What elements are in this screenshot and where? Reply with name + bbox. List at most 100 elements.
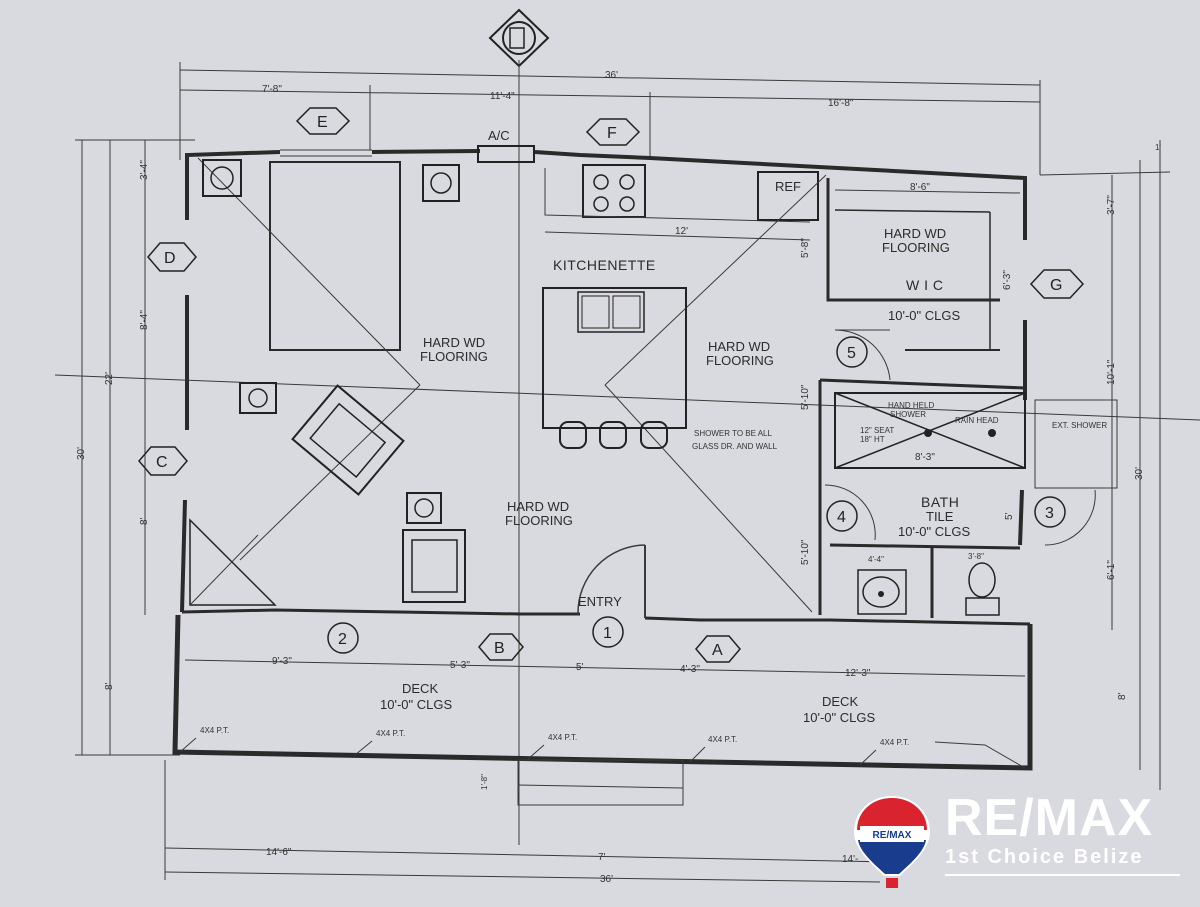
post-label-5: 4X4 P.T. [880,738,909,747]
seat-ht-label: 18" HT [860,435,885,444]
dim-toilet-w: 3'-8" [968,552,984,561]
dim-bottom-1: 14'-6" [266,847,292,858]
kitchen-diagonal [604,174,827,613]
exterior-walls [180,149,1027,613]
bath-door-swing [824,484,1096,546]
tag-a: A [695,635,741,663]
flooring-label-3: FLOORING [505,513,573,528]
window-top-left [280,149,372,157]
deck-right-clgs: 10'-0" CLGS [803,710,875,725]
wic-door-swing [834,329,891,381]
rain-head-label: RAIN HEAD [955,416,999,425]
dim-left-a: 3'-4" [139,160,150,180]
dim-left-inner: 22' [104,372,115,385]
deck-left-clgs: 10'-0" CLGS [380,697,452,712]
top-dimension-lines [179,62,1041,241]
dim-kitchen-counter: 12' [675,226,688,237]
front-wall [181,608,1031,626]
tag-b: B [478,633,524,661]
entry-door-swing [577,544,646,618]
dim-left-b: 8'-4" [139,310,150,330]
toilet [965,562,1000,616]
hard-wd-label-2: HARD WD [708,339,770,354]
svg-text:F: F [607,125,617,142]
brand-subtitle: 1st Choice Belize [945,846,1144,868]
deck-right-label: DECK [822,694,858,709]
hard-wd-label-3: HARD WD [507,499,569,514]
post-leaders [179,737,1026,769]
door-4: 4 [826,500,858,532]
dim-top-overall: 36' [605,70,618,81]
tag-g: G [1029,269,1085,299]
dim-wic-v: 6'-3" [1002,270,1013,290]
deck-dimension-line [184,659,1026,677]
deck-left-label: DECK [402,681,438,696]
dim-wic-width: 8'-6" [910,182,930,193]
brand-name: RE/MAX [945,789,1154,847]
post-label-4: 4X4 P.T. [708,735,737,744]
hand-held-label-2: SHOWER [890,410,926,419]
armchair-rotated [291,384,405,496]
refrigerator [757,171,819,221]
dim-bath-v: 5' [1004,512,1015,520]
svg-text:G: G [1050,277,1062,294]
shower-note-2: GLASS DR. AND WALL [692,442,778,451]
lamp-table [406,492,442,524]
svg-text:5: 5 [847,345,856,362]
dim-deck-5: 12'-3" [845,668,871,679]
ac-unit [477,145,535,163]
bath-label: BATH [921,494,959,510]
dim-bottom-overall: 36' [600,874,613,885]
kitchen-island [542,287,687,429]
svg-text:3: 3 [1045,505,1054,522]
dim-deck-3: 5' [576,662,584,673]
dim-deck-1: 9'-3" [272,656,292,667]
dim-right-b: 10'-1" [1106,359,1117,385]
bottom-dimension-lines [164,760,891,883]
dim-right-deck: 8' [1117,692,1128,700]
remax-logo: RE/MAX RE/MAX 1st Choice Belize [850,788,1190,898]
tag-d: D [147,242,197,272]
side-table [239,382,277,414]
dim-bottom-3: 14'- [842,854,858,865]
bar-stools [559,421,668,449]
balloon-text: RE/MAX [873,830,912,841]
bath-clgs-label: 10'-0" CLGS [898,524,970,539]
dim-left-overall: 30' [76,447,87,460]
entry-steps [517,759,684,806]
wic-clgs-label: 10'-0" CLGS [888,308,960,323]
kitchen-counter [544,168,811,223]
svg-text:D: D [164,250,176,267]
dim-deck-2: 5'-3" [450,660,470,671]
svg-text:1: 1 [603,625,612,642]
hard-wd-wic-label: HARD WD [884,226,946,241]
dim-mid-v1: 5'-8" [800,238,811,258]
tag-f: F [585,118,641,146]
bed [269,161,401,351]
wic-label: W I C [906,277,944,293]
bath-tile-label: TILE [926,509,954,524]
bath-sink [857,569,907,615]
door-1: 1 [592,616,624,648]
tag-e: E [295,107,351,135]
dim-top-left: 7'-8" [262,84,282,95]
ac-label: A/C [488,128,510,143]
dim-right-overall: 30' [1134,467,1145,480]
door-3: 3 [1034,496,1066,528]
svg-text:A: A [712,642,723,659]
post-label-2: 4X4 P.T. [376,729,405,738]
entry-label: ENTRY [578,594,622,609]
remax-balloon-icon: RE/MAX [854,796,930,888]
ref-label: REF [775,179,801,194]
ext-shower-enclosure [1034,399,1118,489]
dim-top-right: 16'-8" [828,98,854,109]
dim-sink-w: 4'-4" [868,555,884,564]
nightstand-left [202,159,242,197]
flooring-wic-label: FLOORING [882,240,950,255]
dim-bottom-2: 7' [598,852,606,863]
dim-left-deck: 8' [104,682,115,690]
kitchenette-label: KITCHENETTE [553,257,656,273]
dim-right-top: 1' [1155,143,1161,152]
